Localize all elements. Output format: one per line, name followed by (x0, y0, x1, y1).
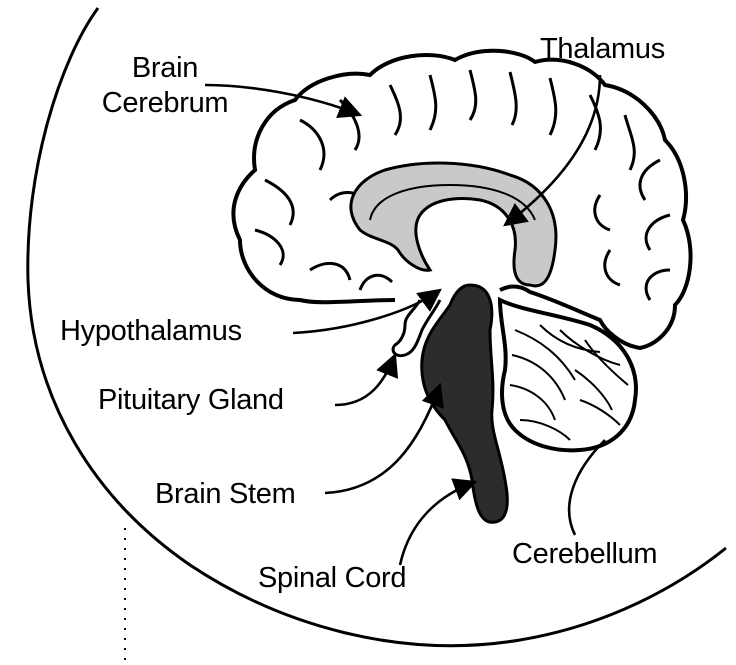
label-brain: Brain (100, 52, 230, 84)
label-spinalcord: Spinal Cord (258, 562, 406, 594)
label-hypothalamus: Hypothalamus (60, 315, 242, 347)
label-cerebellum: Cerebellum (512, 538, 657, 570)
pointer-cerebellum (569, 440, 605, 535)
pointer-spinalcord (400, 482, 475, 565)
pointer-brainstem (325, 385, 440, 493)
label-thalamus: Thalamus (540, 33, 665, 65)
label-cerebrum: Cerebrum (80, 87, 250, 119)
pointer-pituitary (335, 355, 395, 405)
label-pituitary: Pituitary Gland (98, 384, 284, 416)
label-brainstem: Brain Stem (155, 478, 295, 510)
